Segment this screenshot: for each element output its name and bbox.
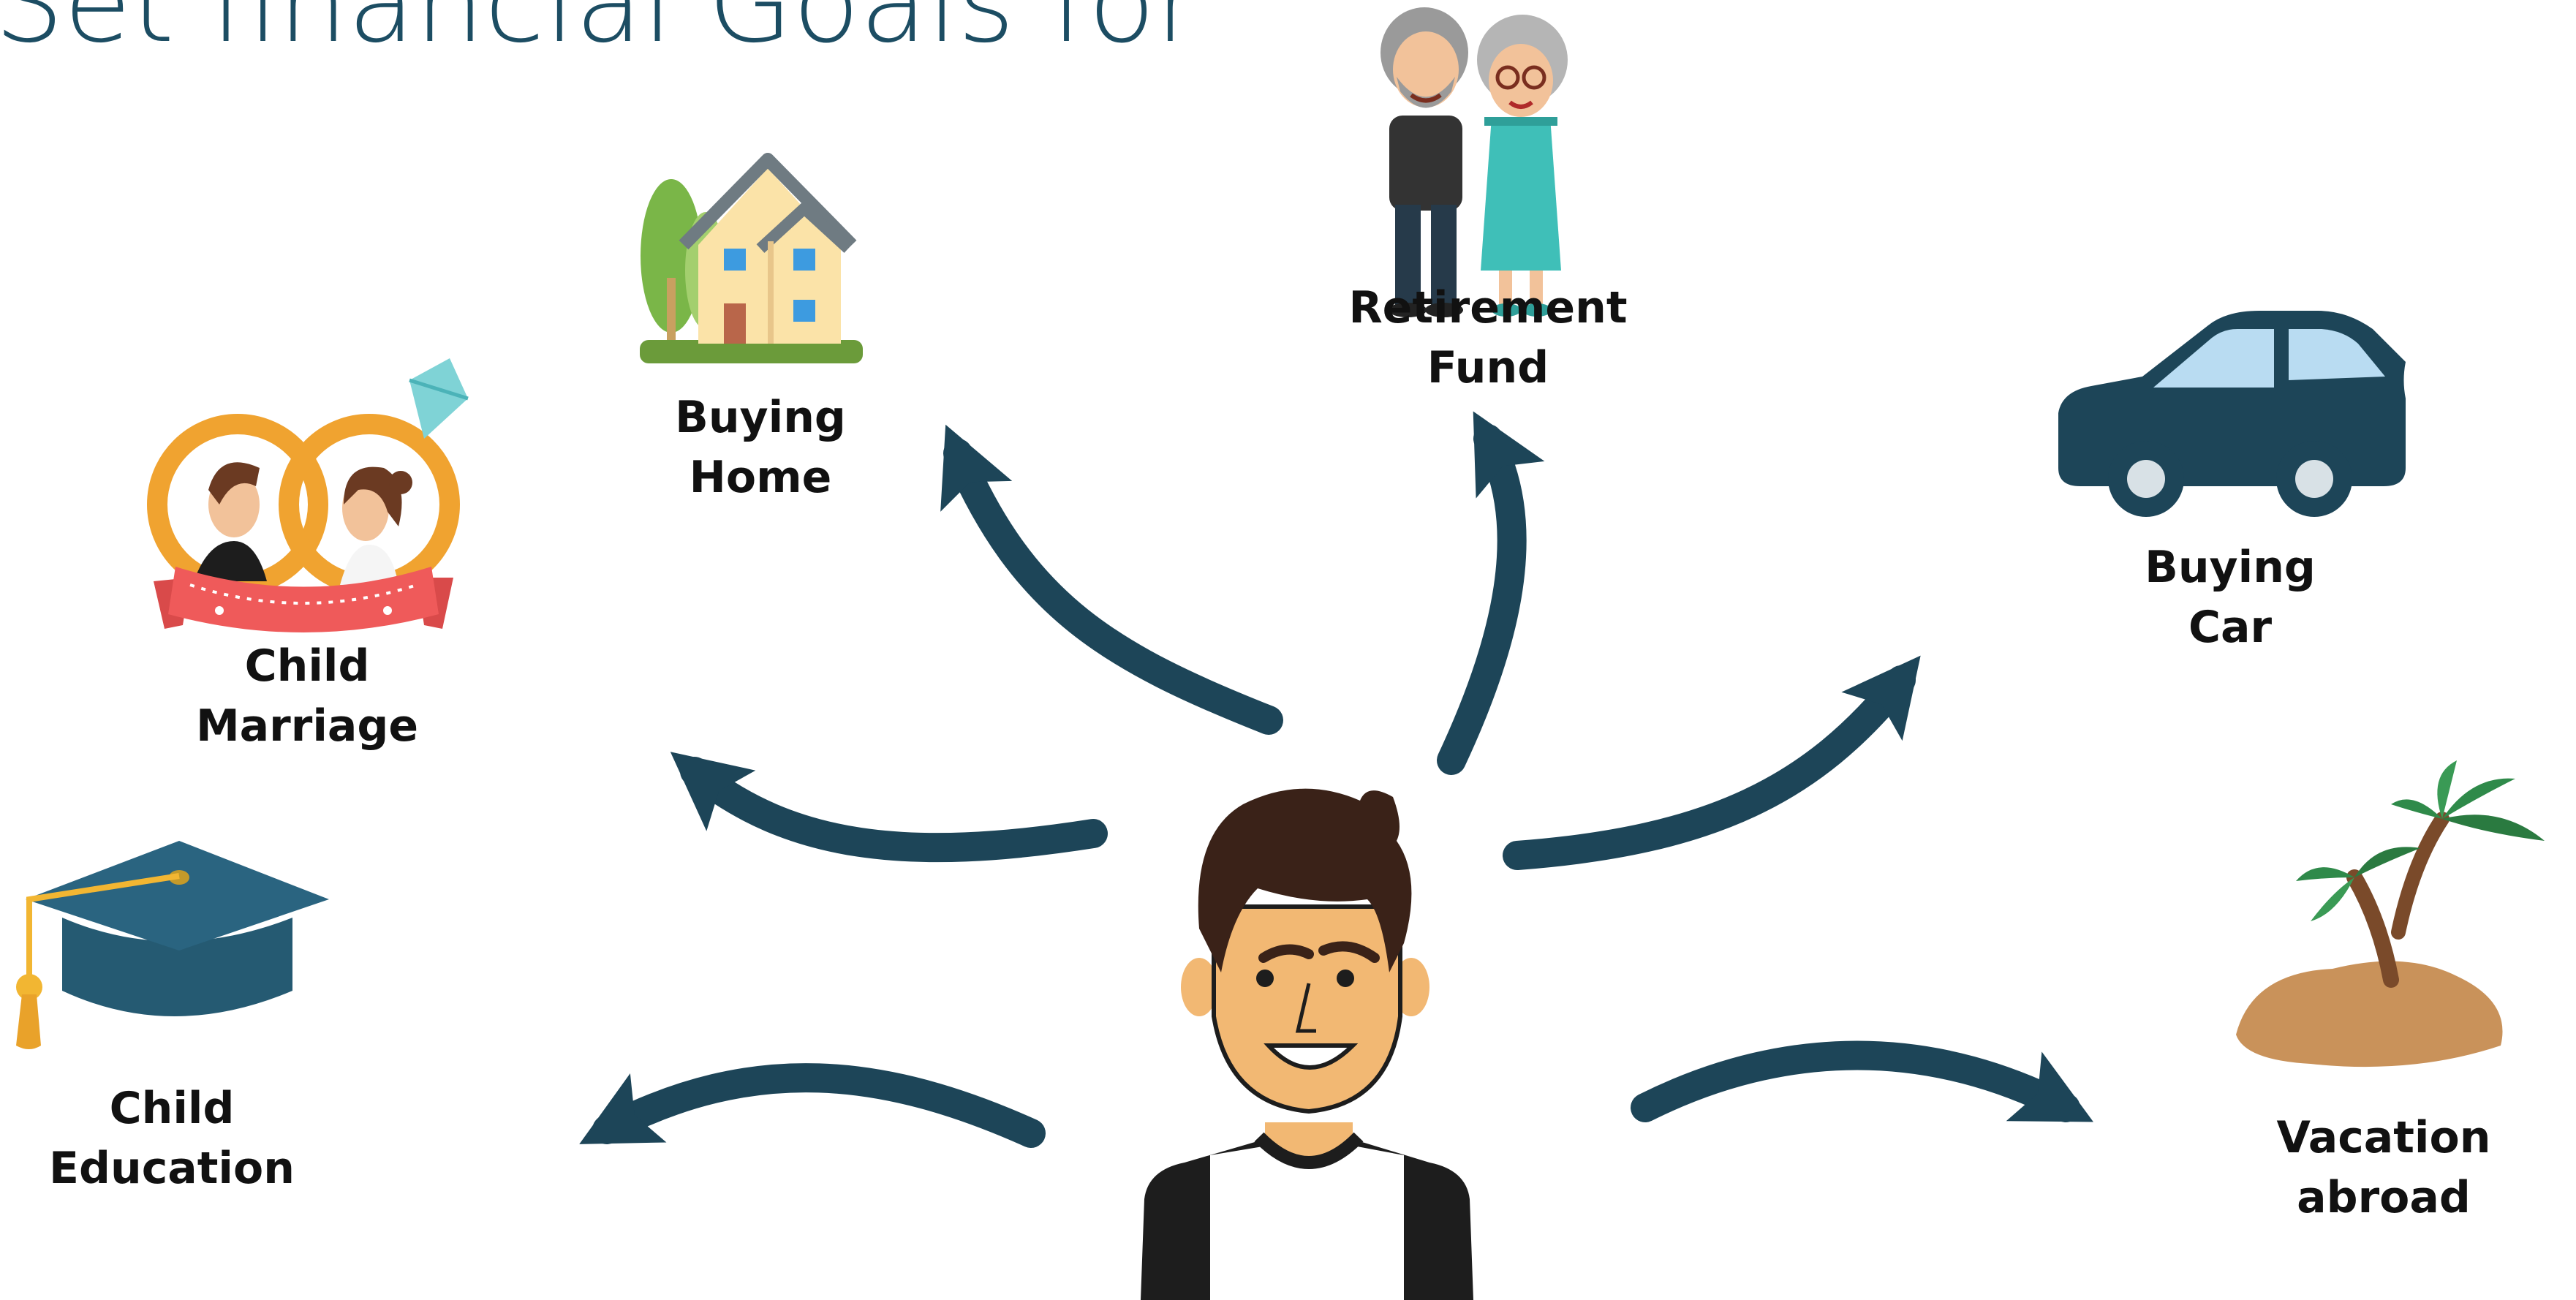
goal-label-car: Buying Car <box>2040 537 2420 657</box>
goal-label-line2: Fund <box>1427 342 1549 393</box>
arrow-to-retirement <box>1437 411 1545 775</box>
arrow-to-marriage <box>670 752 1108 863</box>
goal-label-marriage: Child Marriage <box>117 636 497 756</box>
goal-label-home: Buying Home <box>570 388 951 507</box>
graduation-cap-icon <box>16 841 329 1049</box>
arrow-to-home <box>940 424 1283 735</box>
goal-label-line1: Child <box>244 640 370 692</box>
goal-label-line1: Buying <box>675 392 846 443</box>
goal-label-line2: Marriage <box>195 700 419 752</box>
arrow-to-vacation <box>1631 1040 2093 1122</box>
goal-label-education: Child Education <box>0 1078 362 1198</box>
arrows <box>579 411 2093 1148</box>
goal-label-line2: Home <box>689 452 832 503</box>
man-avatar-icon <box>1141 788 1473 1300</box>
goal-label-line2: Car <box>2188 602 2273 653</box>
diagram-heading: Set financial Goals for <box>0 0 1201 67</box>
car-icon <box>2058 311 2406 517</box>
arrow-to-car <box>1503 655 1921 870</box>
goal-label-line2: Education <box>49 1143 295 1194</box>
goal-label-line1: Buying <box>2145 542 2316 593</box>
elderly-couple-icon <box>1380 7 1568 317</box>
wedding-rings-icon <box>147 358 469 632</box>
palm-island-icon <box>2236 760 2545 1067</box>
goal-label-line2: abroad <box>2297 1172 2471 1223</box>
goal-label-vacation: Vacation abroad <box>2194 1108 2574 1228</box>
goal-label-retirement: Retirement Fund <box>1298 278 1678 398</box>
arrow-to-education <box>579 1063 1046 1148</box>
house-icon <box>640 153 863 363</box>
goal-label-line1: Retirement <box>1348 282 1628 333</box>
goal-label-line1: Vacation <box>2276 1112 2491 1163</box>
goal-label-line1: Child <box>109 1083 235 1134</box>
